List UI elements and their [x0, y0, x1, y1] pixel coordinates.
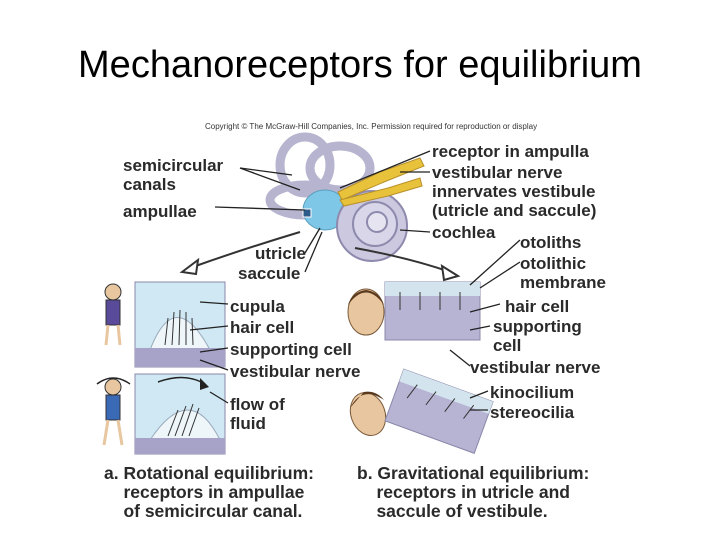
- head-tilted-figure: [345, 388, 392, 441]
- label-utricle: utricle: [255, 244, 306, 263]
- label-supporting-cell-left: supporting cell: [230, 340, 352, 359]
- caption-gravitational: b. Gravitational equilibrium: receptors …: [357, 464, 589, 521]
- label-semicircular-canals: semicircular canals: [123, 156, 223, 194]
- label-supporting-cell-right: supporting cell: [493, 317, 582, 355]
- label-otolithic-membrane: otolithic membrane: [520, 254, 606, 292]
- macula-panel-tilted: [385, 369, 493, 453]
- head-upright-figure: [348, 289, 384, 335]
- label-flow-of-fluid: flow of fluid: [230, 395, 285, 433]
- label-innervates-vestibule: innervates vestibule (utricle and saccul…: [432, 182, 596, 220]
- label-stereocilia: stereocilia: [490, 403, 574, 422]
- label-hair-cell-right: hair cell: [505, 297, 569, 316]
- spinning-person-figure: [97, 378, 130, 445]
- label-cochlea: cochlea: [432, 223, 495, 242]
- pointer-arrows: [182, 232, 458, 280]
- label-vestibular-nerve-left: vestibular nerve: [230, 362, 360, 381]
- label-kinocilium: kinocilium: [490, 383, 574, 402]
- label-otoliths: otoliths: [520, 233, 581, 252]
- label-saccule: saccule: [238, 264, 300, 283]
- label-vestibular-nerve-top: vestibular nerve: [432, 163, 562, 182]
- standing-person-figure: [105, 284, 121, 345]
- label-vestibular-nerve-right: vestibular nerve: [470, 358, 600, 377]
- caption-rotational: a. Rotational equilibrium: receptors in …: [104, 464, 314, 521]
- label-cupula: cupula: [230, 297, 285, 316]
- label-ampullae: ampullae: [123, 202, 197, 221]
- label-receptor-in-ampulla: receptor in ampulla: [432, 142, 589, 161]
- label-hair-cell-left: hair cell: [230, 318, 294, 337]
